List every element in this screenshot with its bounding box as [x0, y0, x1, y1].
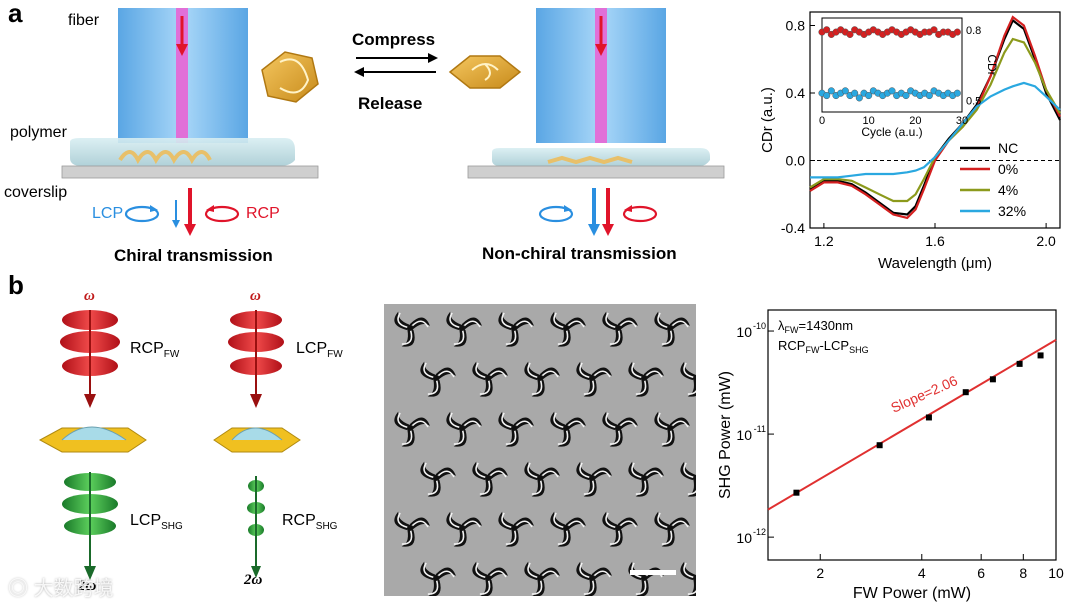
cd-xtick-label: 2.0: [1036, 233, 1056, 249]
shg-slope-label: Slope=2.06: [888, 372, 960, 416]
shg-data-point: [877, 442, 883, 448]
lcp-fw-helix-icon: [228, 310, 284, 408]
shg-data-point: [1038, 352, 1044, 358]
polymer-label: polymer: [10, 124, 67, 142]
coverslip-right: [468, 166, 724, 178]
cd-ytick-label: 0.4: [786, 85, 806, 101]
rcp-fw-label: RCPFW: [130, 340, 179, 360]
shg-ytick-exponent: -10: [753, 321, 766, 331]
watermark-logo: ◎ 大数跨境: [8, 572, 114, 601]
cd-ytick-label: -0.4: [781, 220, 805, 236]
shg-data-point: [793, 490, 799, 496]
coverslip-left: [62, 166, 318, 178]
cd-inset-xtick-label: 0: [819, 115, 825, 127]
compress-label: Compress: [352, 30, 435, 50]
cd-legend-label: NC: [998, 140, 1018, 156]
cd-ytick-label: 0.8: [786, 18, 806, 34]
nanostructure-icon: [40, 427, 146, 452]
flat-structure-icon: [450, 56, 520, 88]
coverslip-label: coverslip: [4, 184, 67, 202]
shg-ytick-label: 10: [736, 324, 752, 340]
shg-data-point: [963, 389, 969, 395]
cd-legend-label: 4%: [998, 182, 1018, 198]
shg-xtick-label: 4: [918, 565, 926, 581]
omega-label-right: ω: [250, 288, 261, 305]
nonchiral-caption: Non-chiral transmission: [482, 244, 677, 264]
rcp-fw-helix-icon: [60, 310, 120, 408]
shg-ylabel: SHG Power (mW): [717, 371, 734, 499]
cd-inset-xtick-label: 30: [956, 115, 968, 127]
nanostructure-icon: [214, 428, 300, 452]
cd-legend-label: 0%: [998, 161, 1018, 177]
shg-annotation-polarization: RCPFW-LCPSHG: [778, 338, 869, 355]
shg-ytick-label: 10: [736, 530, 752, 546]
cd-xtick-label: 1.2: [814, 233, 834, 249]
shg-xtick-label: 2: [816, 565, 824, 581]
cd-inset-point: [954, 29, 961, 36]
sem-background: [384, 304, 696, 596]
lcp-label: LCP: [92, 205, 123, 223]
chiral-caption: Chiral transmission: [114, 246, 273, 266]
cd-inset-ylabel: CDr: [985, 54, 999, 75]
polymer-right: [492, 148, 710, 166]
cd-ylabel: CDr (a.u.): [759, 87, 776, 153]
lcp-shg-helix-icon: [62, 472, 118, 580]
lcp-shg-label: LCPSHG: [130, 512, 183, 532]
rcp-label: RCP: [246, 205, 280, 223]
cd-inset-point: [954, 90, 961, 97]
lcp-fw-label: LCPFW: [296, 340, 343, 360]
shg-data-point: [926, 414, 932, 420]
shg-annotation-lambda: λFW=1430nm: [778, 318, 853, 335]
panel-b-schematic: [0, 280, 370, 607]
release-label: Release: [358, 94, 422, 114]
cd-ytick-label: 0.0: [786, 153, 806, 169]
shg-data-point: [990, 376, 996, 382]
shg-xtick-label: 10: [1048, 565, 1064, 581]
cd-inset-ytick-label: 0.8: [966, 25, 981, 37]
arrow-down-icon: [184, 224, 196, 236]
rcp-shg-label: RCPSHG: [282, 512, 337, 532]
cd-xtick-label: 1.6: [925, 233, 945, 249]
shg-xlabel: FW Power (mW): [853, 585, 971, 602]
rcp-shg-helix-icon: [247, 476, 265, 578]
cd-inset-xlabel: Cycle (a.u.): [861, 125, 922, 139]
sem-image: [384, 304, 696, 596]
arrow-left-icon: [354, 67, 364, 77]
cd-chart: 1.2 1.6 2.0 -0.4 0.0 0.4 0.8Wavelength (μm) CDr…: [750, 0, 1070, 280]
omega-label-left: ω: [84, 288, 95, 305]
shg-xtick-label: 8: [1019, 565, 1027, 581]
cd-legend-label: 32%: [998, 203, 1026, 219]
sem-scale-bar: [630, 570, 676, 575]
shg-xtick-label: 6: [977, 565, 985, 581]
shg-ytick-exponent: -11: [754, 424, 766, 434]
cd-inset-ytick-label: 0.5: [966, 95, 981, 107]
arrow-right-icon: [428, 53, 438, 63]
watermark-icon: ◎: [8, 578, 34, 600]
chiral-structure-icon: [262, 52, 318, 102]
shg-ytick-exponent: -12: [753, 527, 766, 537]
shg-data-point: [1017, 361, 1023, 367]
cd-xlabel: Wavelength (μm): [878, 255, 992, 272]
two-omega-label-right: 2ω: [244, 572, 262, 589]
shg-ytick-label: 10: [736, 427, 752, 443]
fiber-label: fiber: [68, 12, 99, 30]
shg-fit-line: [768, 340, 1056, 510]
